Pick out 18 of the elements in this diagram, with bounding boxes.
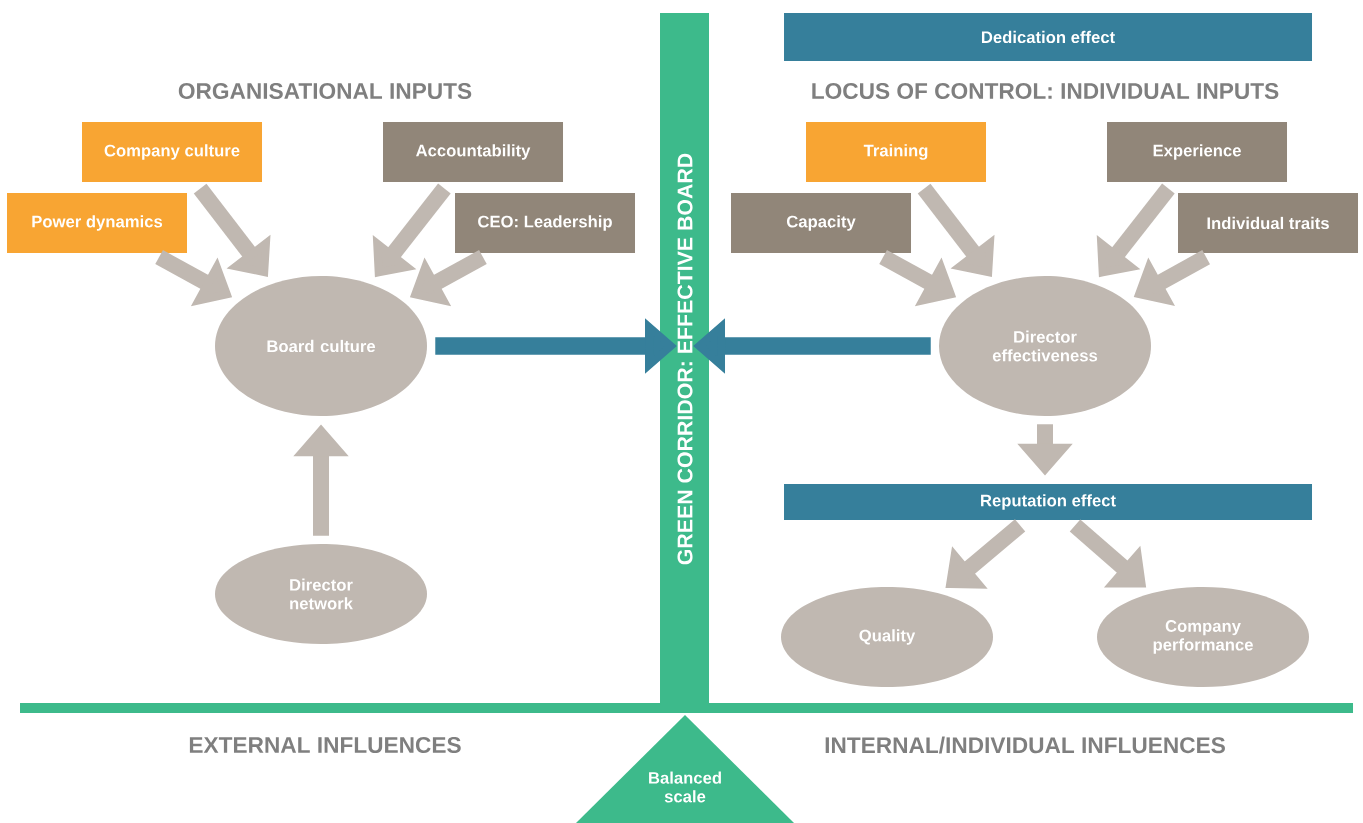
input-box: Company culture (82, 122, 262, 182)
input-box: Power dynamics (7, 193, 187, 253)
arrow (193, 183, 271, 277)
input-box: Accountability (383, 122, 563, 182)
section-heading: LOCUS OF CONTROL: INDIVIDUAL INPUTS (812, 82, 1279, 100)
effect-banner: Dedication effect (784, 13, 1312, 61)
input-box: Training (806, 122, 986, 182)
fulcrum-triangle: Balanced scale (576, 715, 794, 823)
section-heading: EXTERNAL INFLUENCES (189, 736, 461, 754)
arrow (917, 183, 995, 277)
node-label: GREEN CORRIDOR: EFFECTIVE BOARD (677, 153, 693, 565)
section-heading: ORGANISATIONAL INPUTS (178, 82, 472, 100)
input-box: CEO: Leadership (455, 193, 635, 253)
section-heading: INTERNAL/INDIVIDUAL INFLUENCES (825, 736, 1225, 754)
input-box: Experience (1107, 122, 1287, 182)
input-box: Individual traits (1178, 193, 1358, 253)
effect-banner: Reputation effect (784, 484, 1312, 520)
input-box: Capacity (731, 193, 911, 253)
